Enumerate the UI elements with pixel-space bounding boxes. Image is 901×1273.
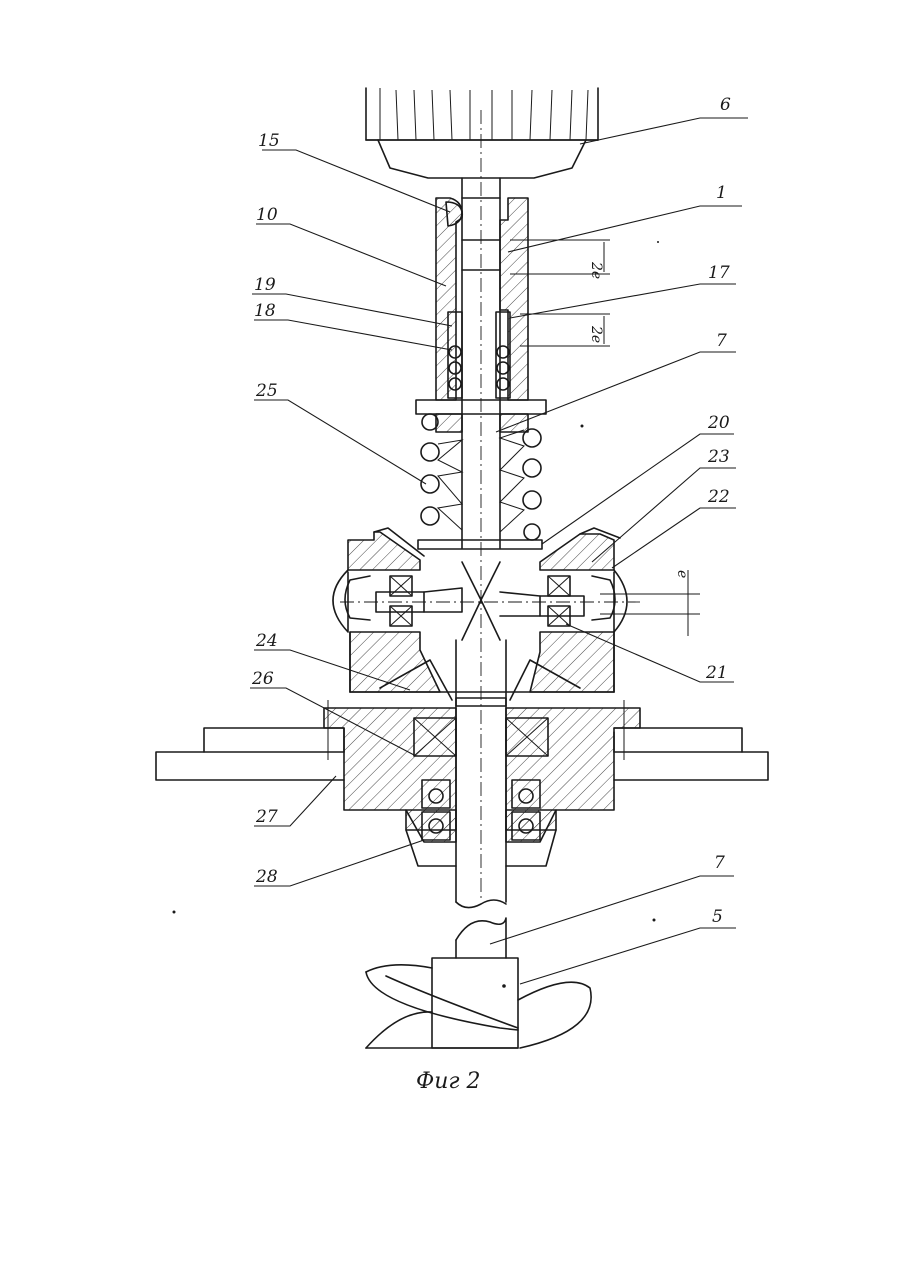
label-6: 6	[720, 95, 731, 115]
dimension-marks	[510, 240, 700, 636]
base-table	[156, 700, 768, 866]
label-28: 28	[255, 867, 278, 887]
label-5: 5	[712, 907, 723, 927]
dim-e: e	[674, 570, 690, 578]
label-15: 15	[258, 131, 280, 151]
dim-2e-lower: 2e	[588, 325, 604, 343]
leader-lines	[250, 118, 748, 984]
label-20: 20	[707, 413, 730, 433]
label-24: 24	[255, 631, 278, 651]
label-19: 19	[254, 275, 276, 295]
thrust-plate	[418, 540, 542, 549]
label-7-upper: 7	[716, 331, 727, 351]
gear-head	[333, 528, 640, 700]
label-10: 10	[256, 205, 278, 225]
label-26: 26	[251, 669, 274, 689]
label-22: 22	[707, 487, 730, 507]
drive-motor	[366, 88, 598, 178]
label-27: 27	[255, 807, 278, 827]
label-7-lower: 7	[714, 853, 725, 873]
figure-caption: Фиг 2	[416, 1069, 481, 1094]
label-1: 1	[716, 183, 727, 203]
label-18: 18	[254, 301, 276, 321]
label-21: 21	[705, 663, 728, 683]
spindle-shaft	[462, 110, 500, 900]
label-25: 25	[255, 381, 278, 401]
label-17: 17	[708, 263, 730, 283]
dim-2e-upper: 2e	[588, 261, 604, 279]
cutter-tool	[366, 918, 591, 1048]
label-23: 23	[707, 447, 730, 467]
